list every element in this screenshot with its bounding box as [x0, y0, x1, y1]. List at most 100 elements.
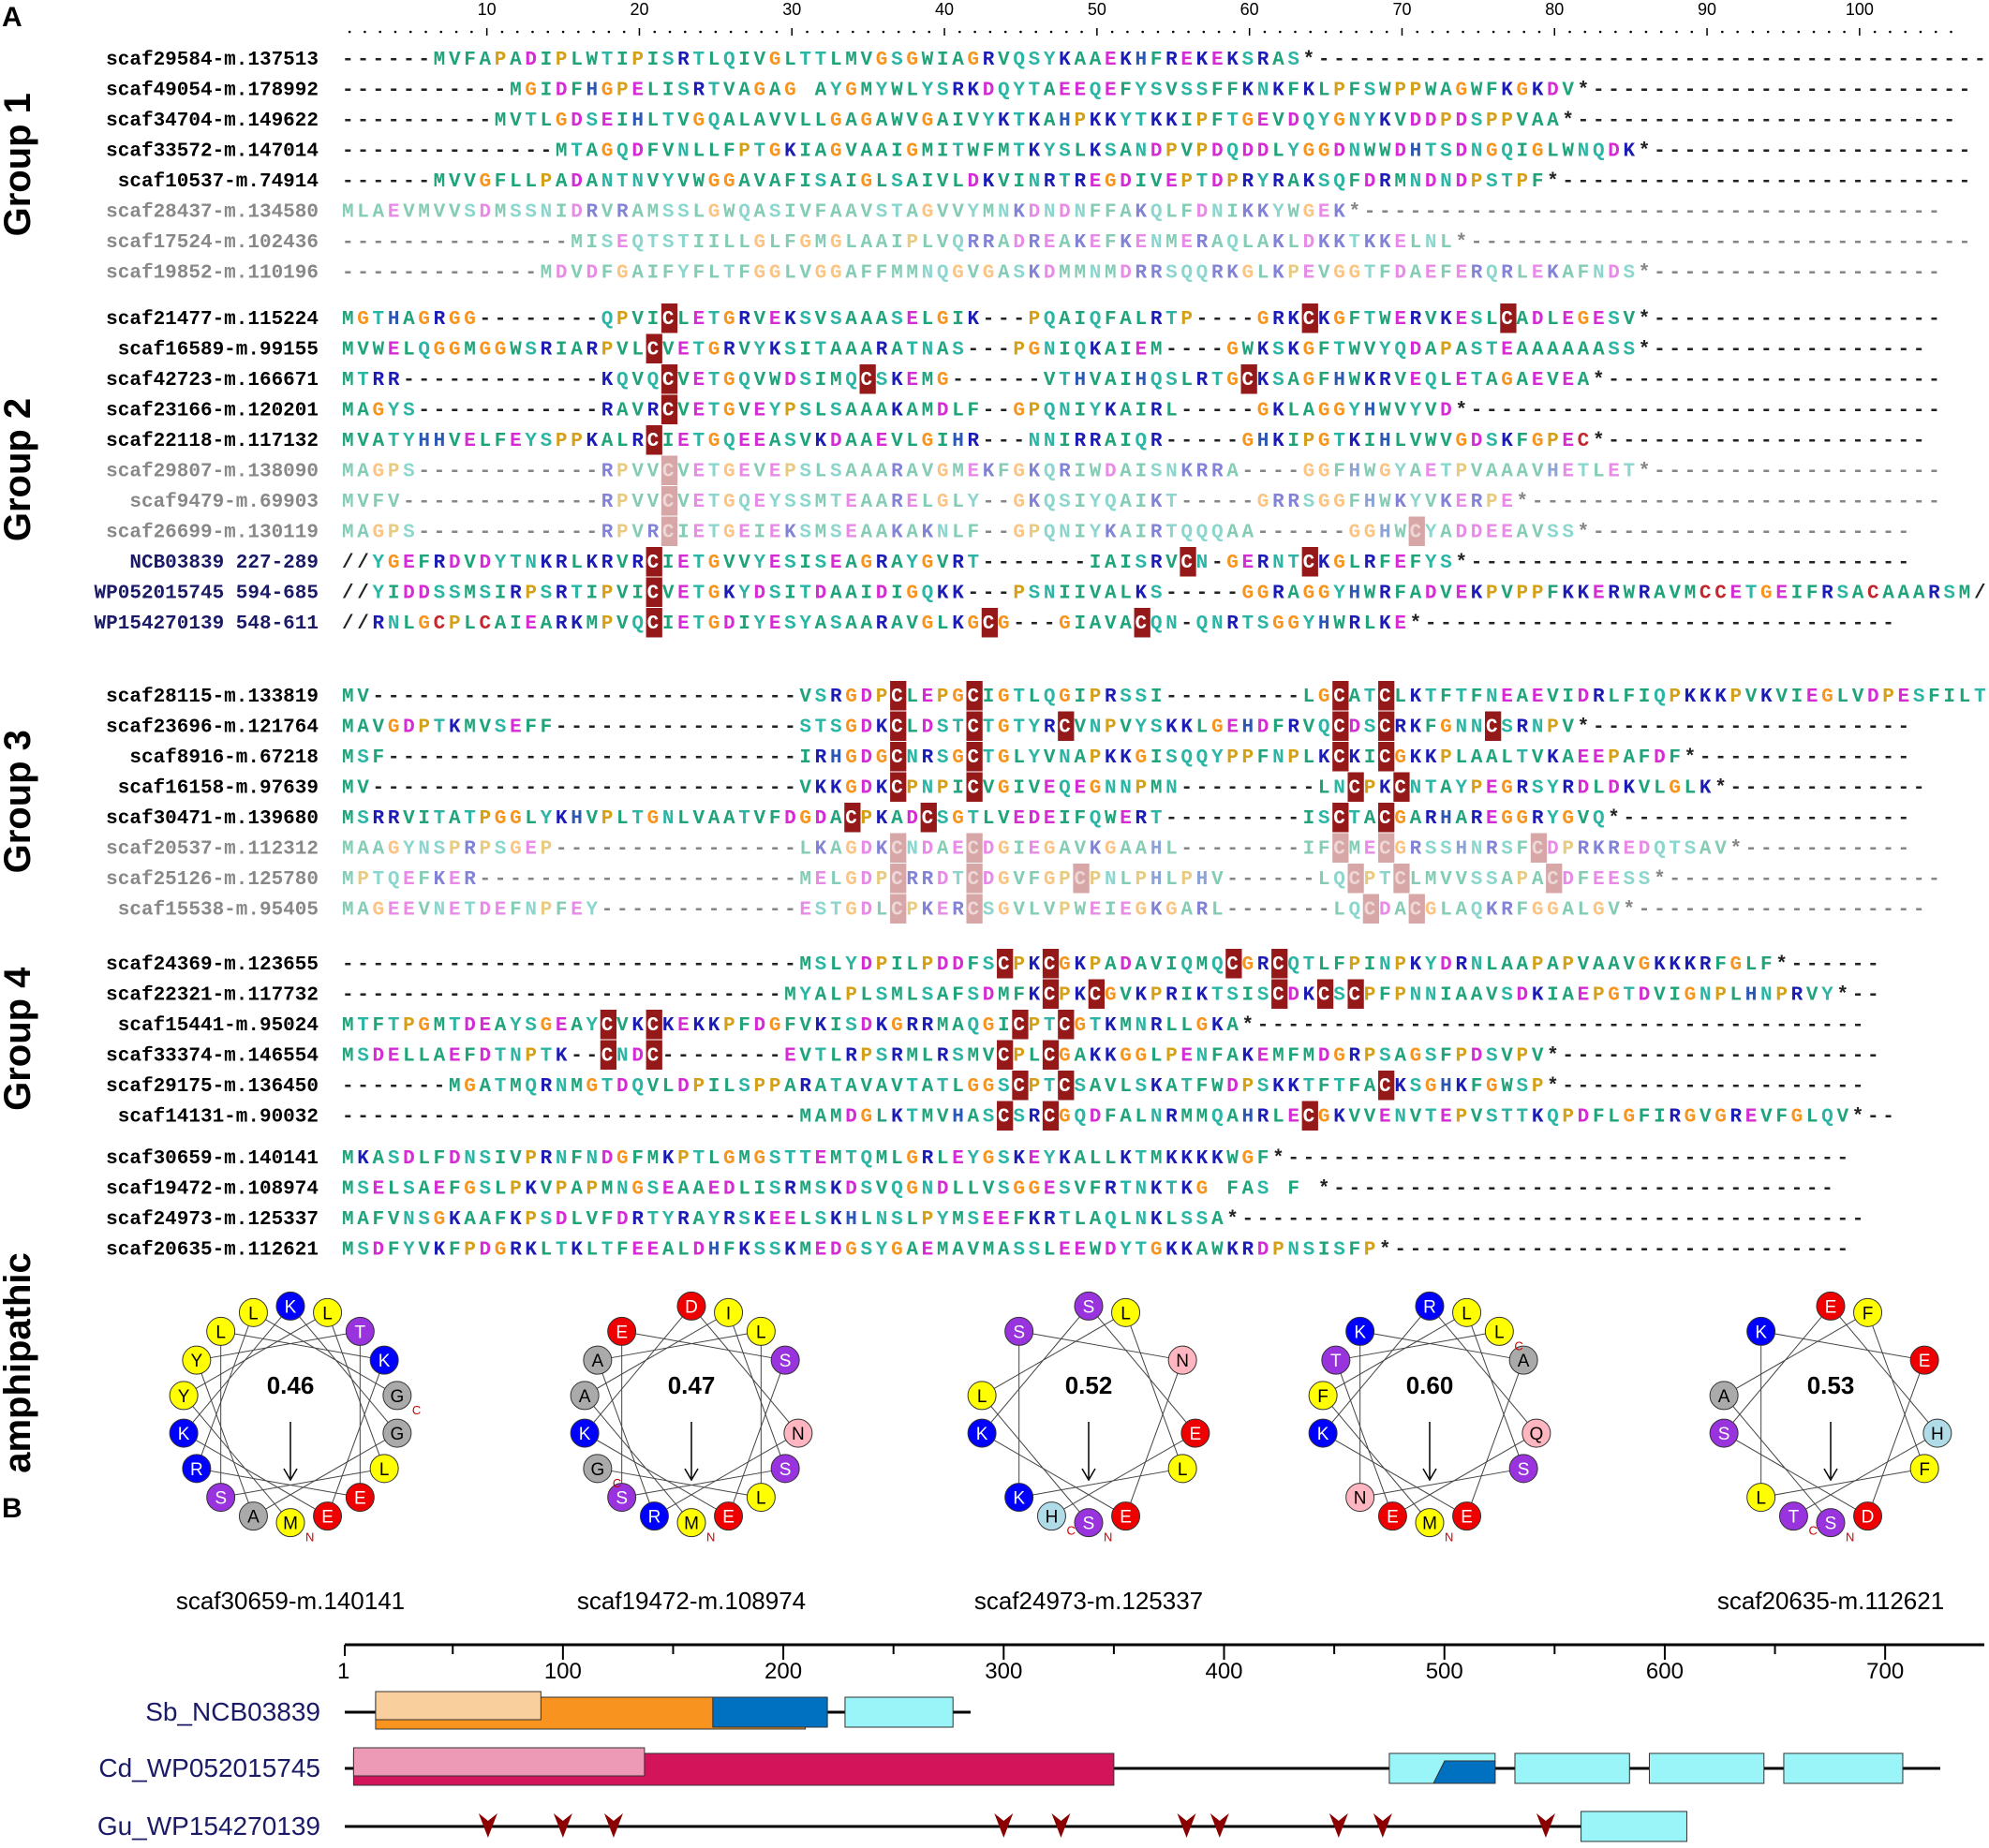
ruler-dot	[821, 30, 824, 34]
wheel-residue	[1709, 1418, 1739, 1448]
wheel-residue-label: A	[1518, 1352, 1530, 1371]
ruler-dot	[1370, 30, 1373, 34]
wheel-residue-label: R	[1423, 1297, 1436, 1317]
wheel-residue	[1345, 1483, 1375, 1513]
wheel-residue	[1167, 1345, 1197, 1375]
ruler-dot	[1462, 30, 1464, 34]
wheel-residue-label: L	[756, 1489, 766, 1509]
wheel-connector	[981, 1311, 1126, 1397]
ruler-dot	[1736, 30, 1739, 34]
sequence-name: scaf22321-m.117732	[106, 985, 319, 1007]
ruler-dot	[806, 30, 809, 34]
sequence-name: NCB03839 227-289	[129, 553, 319, 574]
sequence-name: scaf34704-m.149622	[106, 111, 319, 132]
wheel-residue	[1508, 1345, 1538, 1375]
ruler-dot	[1690, 30, 1694, 34]
wheel-residue	[1180, 1418, 1210, 1448]
wheel-connector	[1088, 1306, 1196, 1434]
site-arrow	[1328, 1813, 1348, 1838]
ruler-dot	[561, 30, 565, 34]
wheel-connector	[584, 1432, 729, 1517]
wheel-residue-label: T	[355, 1323, 366, 1342]
ruler-dot	[1233, 30, 1236, 34]
wheel-connector	[728, 1312, 786, 1469]
domain-block	[1783, 1752, 1904, 1784]
wheel-connector	[1760, 1330, 1925, 1361]
sequence-name: scaf29584-m.137513	[106, 50, 319, 71]
wheel-residue	[1816, 1508, 1846, 1538]
sequence-name: scaf26699-m.130119	[106, 523, 319, 544]
ruler-tick-label: 40	[935, 0, 954, 19]
arrow-head	[1081, 1468, 1096, 1482]
sequence-name: WP052015745 594-685	[95, 584, 319, 605]
wheel-residue-label: I	[726, 1304, 731, 1323]
group-label: Group 2	[0, 398, 38, 541]
conserved-columns	[646, 303, 1517, 638]
ruler-dot	[714, 30, 718, 34]
wheel-residue	[275, 1291, 305, 1321]
ruler-dot	[1171, 30, 1175, 34]
wheel-residue	[1308, 1418, 1338, 1448]
wheel-residue-label: R	[190, 1460, 203, 1480]
ruler-dot	[622, 30, 626, 34]
wheel-connector	[196, 1330, 361, 1361]
wheel-connector	[1392, 1432, 1537, 1517]
wheel-connector	[1359, 1330, 1524, 1361]
wheel-connector	[584, 1395, 692, 1523]
ruler-dot	[1049, 30, 1053, 34]
ruler-dot	[882, 30, 885, 34]
ruler-dot	[408, 30, 412, 34]
wheel-connector	[327, 1360, 385, 1516]
arrow-head	[1823, 1468, 1838, 1482]
wheel-connector	[1125, 1360, 1183, 1516]
sequence-name: scaf49054-m.178992	[106, 81, 319, 102]
wheel-residue	[1111, 1501, 1141, 1531]
wheel-residue	[1167, 1454, 1197, 1484]
ruler-dot	[1721, 30, 1724, 34]
ruler-dot	[1294, 30, 1297, 34]
ruler-dot	[1492, 30, 1495, 34]
wheel-residue-label: K	[976, 1425, 988, 1444]
wheel-residue-label: L	[322, 1304, 333, 1323]
sequence-name: scaf22118-m.117132	[106, 431, 319, 452]
wheel-residue-label: E	[1825, 1297, 1837, 1317]
helical-wheels: MYLLSLKEKKGAYTERLGNC0.46scaf30659-m.1401…	[169, 1291, 1952, 1615]
axis-tick-label: 700	[1866, 1659, 1904, 1684]
ruler-tick-label: 80	[1545, 0, 1564, 19]
wheel-residue	[206, 1316, 236, 1346]
wheel-residue-label: E	[1120, 1508, 1132, 1528]
ruler-dot	[1447, 30, 1449, 34]
wheel-connector	[597, 1468, 762, 1499]
wheel-connector	[253, 1311, 398, 1397]
ruler-dot	[531, 30, 534, 34]
sequence-name: scaf42723-m.166671	[106, 370, 319, 392]
wheel-residue-label: L	[215, 1323, 226, 1342]
wheel-residue-label: Y	[191, 1352, 203, 1371]
wheel-residue	[313, 1501, 343, 1531]
sequence-name: scaf28115-m.133819	[106, 687, 319, 708]
ruler-dot	[1385, 30, 1388, 34]
wheel-residue	[313, 1297, 343, 1327]
wheel-c-terminus: C	[1808, 1524, 1817, 1538]
ruler-dot	[1202, 30, 1206, 34]
domain-subblock	[375, 1691, 542, 1721]
ruler-dot	[1278, 30, 1282, 34]
wheel-residue	[1709, 1381, 1739, 1411]
wheel-residue	[1074, 1291, 1104, 1321]
wheel-residue	[583, 1345, 613, 1375]
ruler-dot	[1431, 30, 1434, 34]
wheel-residue	[1909, 1454, 1939, 1484]
wheel-residue-label: S	[779, 1352, 792, 1371]
ruler-dot	[1324, 30, 1328, 34]
ruler-dot	[836, 30, 839, 34]
ruler-dot	[1904, 30, 1907, 34]
wheel-residue	[382, 1418, 412, 1448]
sequence-name: scaf14131-m.90032	[118, 1107, 319, 1129]
